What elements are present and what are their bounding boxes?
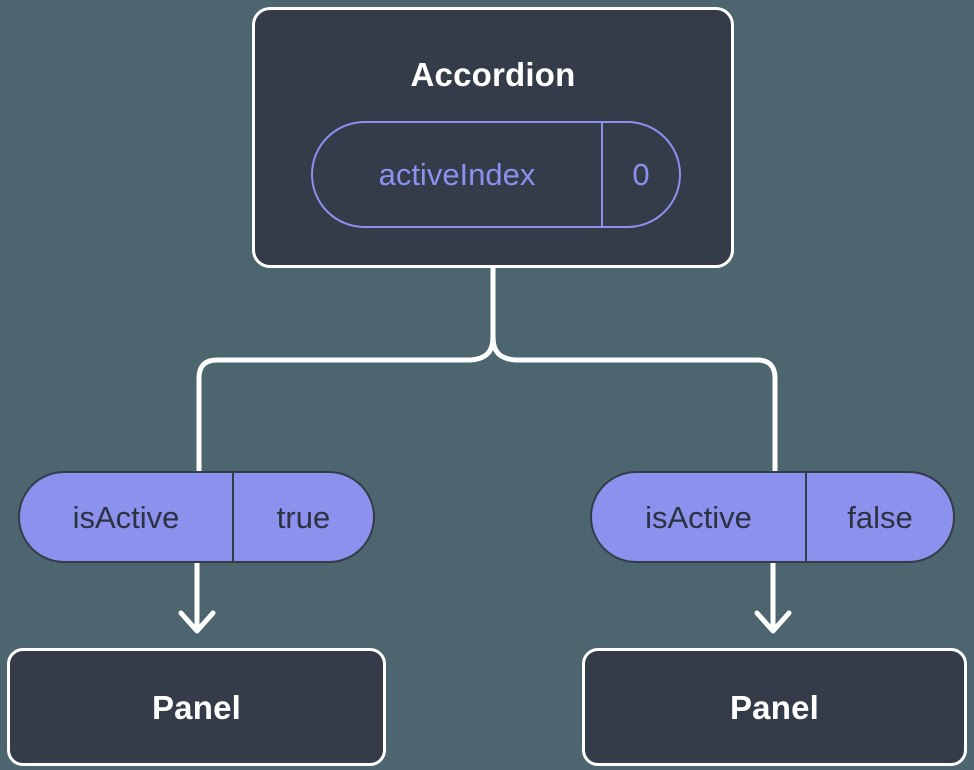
right-prop-pill-value: false — [805, 473, 953, 561]
left-prop-pill[interactable]: isActive true — [18, 471, 375, 563]
left-panel-node-title: Panel — [151, 688, 242, 726]
accordion-node-title: Accordion — [410, 56, 576, 93]
left-prop-pill-key: isActive — [72, 499, 180, 535]
accordion-state-pill[interactable]: activeIndex 0 — [311, 121, 681, 228]
left-panel-node[interactable]: Panel — [7, 648, 386, 766]
left-prop-pill-value: true — [232, 473, 373, 561]
right-panel-node[interactable]: Panel — [582, 648, 967, 766]
left-prop-arrow — [178, 560, 216, 634]
right-prop-arrow — [754, 560, 792, 634]
right-panel-node-title: Panel — [729, 688, 820, 726]
branch-fork-connector — [196, 265, 778, 474]
right-prop-pill-key: isActive — [645, 499, 752, 535]
right-prop-pill[interactable]: isActive false — [590, 471, 955, 563]
state-pill-value: 0 — [601, 123, 679, 226]
state-pill-key: activeIndex — [378, 157, 536, 192]
accordion-node[interactable]: Accordion activeIndex 0 — [252, 7, 734, 268]
